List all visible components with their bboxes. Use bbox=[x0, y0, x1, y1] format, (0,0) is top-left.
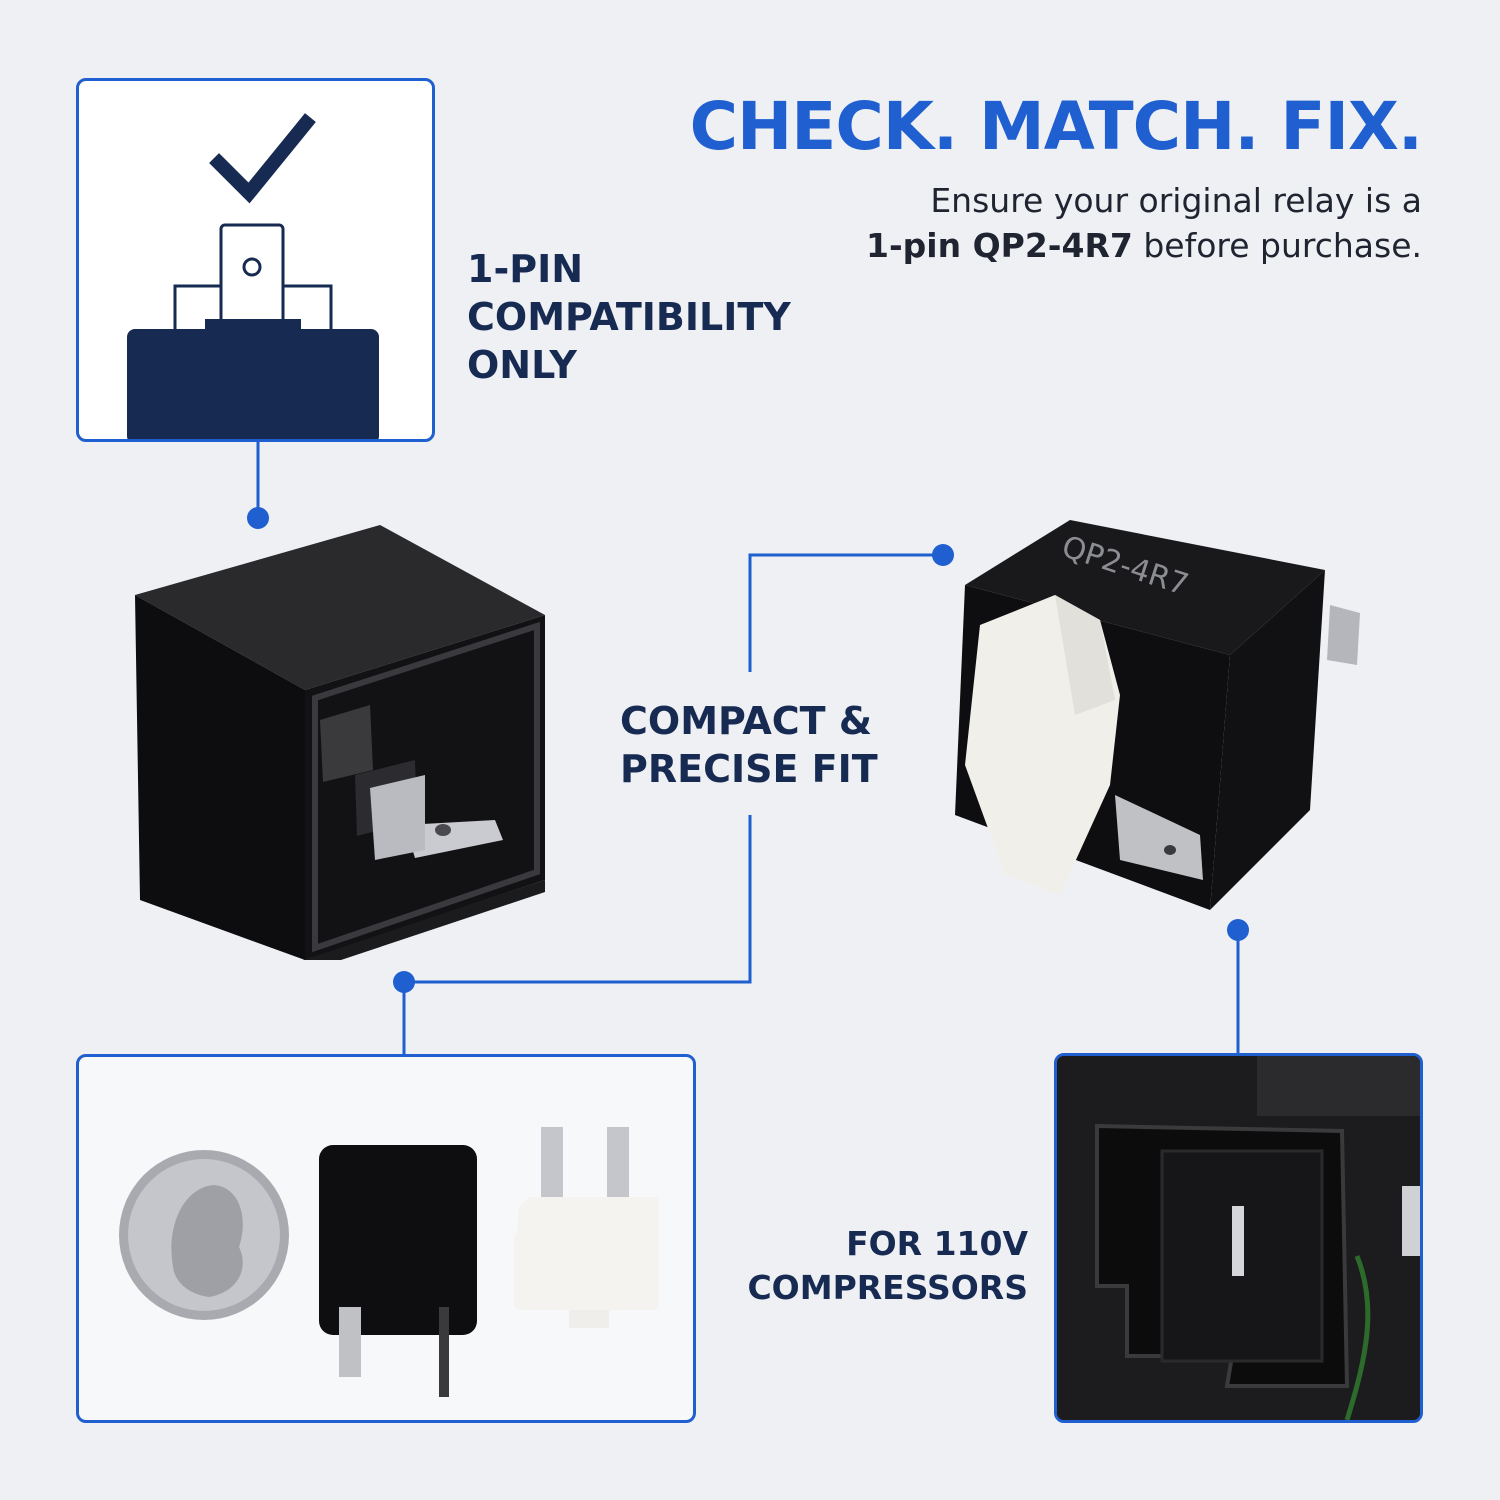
connector-fit-top bbox=[748, 553, 943, 672]
size-comparison-box bbox=[76, 1054, 696, 1423]
fit-label-line2: PRECISE FIT bbox=[620, 747, 878, 791]
compressor-label-line1: FOR 110V bbox=[846, 1224, 1028, 1263]
subheadline-model: 1-pin QP2-4R7 bbox=[866, 226, 1133, 265]
compressor-socket-image bbox=[1057, 1056, 1420, 1420]
pin-compatibility-label: 1-PIN COMPATIBILITY ONLY bbox=[467, 245, 791, 389]
subheadline-line1: Ensure your original relay is a bbox=[930, 181, 1422, 220]
relay-left-image bbox=[135, 525, 545, 960]
quarter-coin-image bbox=[119, 1150, 289, 1320]
subheadline: Ensure your original relay is a 1-pin QP… bbox=[866, 178, 1422, 268]
compressor-socket-box bbox=[1054, 1053, 1423, 1423]
white-connector-image bbox=[514, 1127, 659, 1328]
compact-fit-label: COMPACT & PRECISE FIT bbox=[620, 697, 878, 793]
fit-label-line1: COMPACT & bbox=[620, 699, 872, 743]
pin-illustration bbox=[127, 113, 379, 439]
dot-compressor bbox=[1227, 919, 1249, 941]
checkmark-icon bbox=[209, 113, 316, 204]
relay-right-image: QP2-4R7 bbox=[955, 520, 1360, 910]
relay-front-image bbox=[319, 1145, 477, 1397]
compressor-label: FOR 110V COMPRESSORS bbox=[747, 1222, 1028, 1310]
headline: CHECK. MATCH. FIX. bbox=[689, 88, 1423, 165]
pin-label-line1: 1-PIN bbox=[467, 247, 584, 291]
pin-label-line3: ONLY bbox=[467, 343, 577, 387]
subheadline-rest: before purchase. bbox=[1143, 226, 1422, 265]
dot-relay-left bbox=[393, 971, 415, 993]
size-comparison-illustration bbox=[119, 1127, 659, 1397]
pin-label-line2: COMPATIBILITY bbox=[467, 295, 791, 339]
single-pin-relay-icon bbox=[127, 223, 379, 439]
pin-icon-box bbox=[76, 78, 435, 442]
compressor-label-line2: COMPRESSORS bbox=[747, 1268, 1028, 1307]
